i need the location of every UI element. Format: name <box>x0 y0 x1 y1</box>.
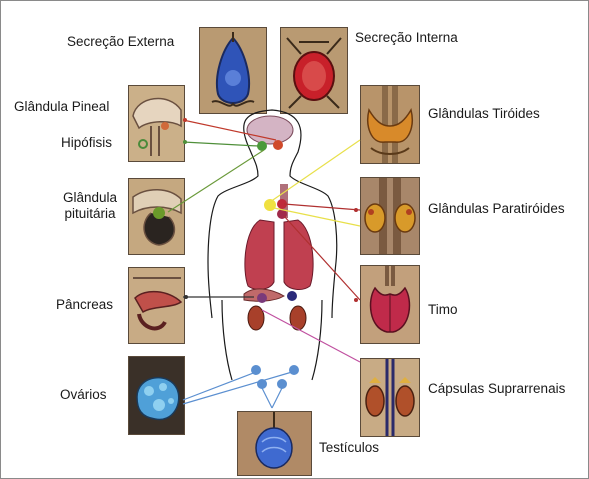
left-kidney-shape <box>248 306 264 330</box>
right-lung-shape <box>284 220 313 289</box>
marker-pineal <box>183 118 187 122</box>
adrenal-dot <box>287 291 297 301</box>
thyroid-dot <box>264 199 276 211</box>
marker-paratiroides <box>354 208 358 212</box>
connector-testiculos-a <box>262 388 272 408</box>
connector-paratiroides-a <box>284 204 360 210</box>
pancreas-dot <box>257 293 267 303</box>
connector-testiculos-b <box>272 388 282 408</box>
marker-pancreas <box>184 295 188 299</box>
hipofisis-dot <box>257 141 267 151</box>
connector-ovarios-b <box>183 372 292 404</box>
ovary-dot-right <box>289 365 299 375</box>
left-lung-shape <box>245 220 274 289</box>
connector-tiroides <box>270 140 360 202</box>
testis-dot-right <box>277 379 287 389</box>
connector-suprarrenais <box>262 310 360 362</box>
pineal-dot <box>273 140 283 150</box>
marker-hipofisis <box>183 140 187 144</box>
marker-timo <box>354 298 358 302</box>
brain-shape <box>247 116 293 144</box>
